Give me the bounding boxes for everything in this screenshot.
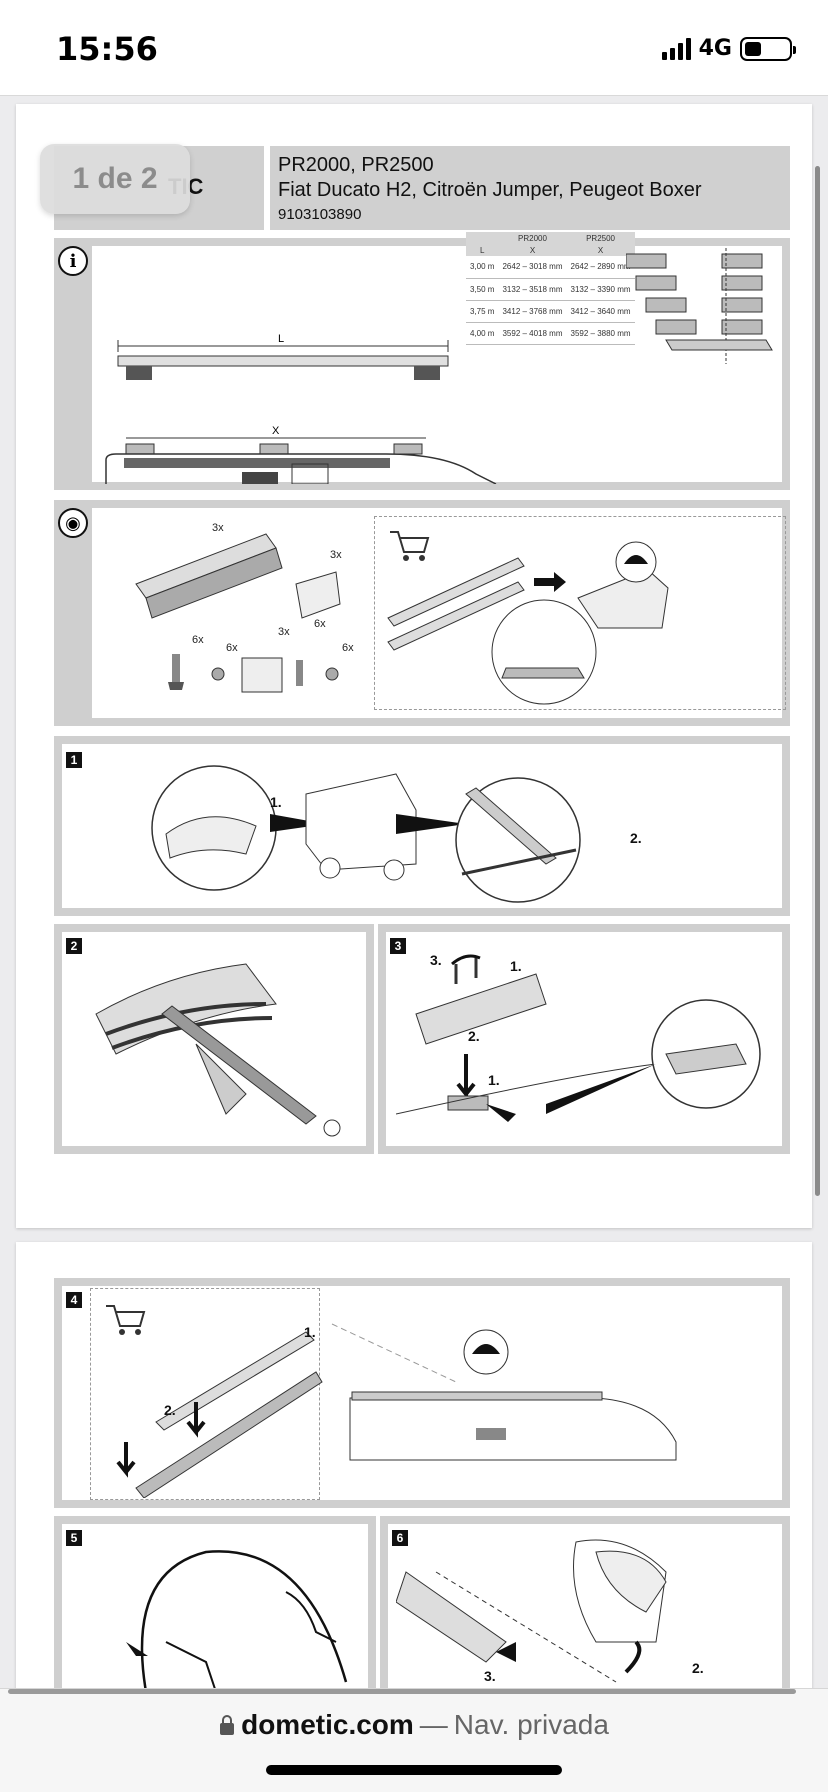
qty-label: 6x (314, 618, 326, 630)
qty-label: 3x (278, 626, 290, 638)
step-6-mark: 3. (484, 1668, 496, 1684)
umbrella-icon (472, 1344, 500, 1354)
page-indicator: 1 de 2 (40, 144, 190, 214)
step-3-mark: 1. (510, 958, 522, 974)
qty-label: 6x (226, 642, 238, 654)
header-vehicles: Fiat Ducato H2, Citroën Jumper, Peugeot … (278, 179, 702, 201)
lock-icon (220, 1715, 235, 1735)
step-3-mark: 1. (488, 1072, 500, 1088)
dimension-table-subheader: X (566, 244, 635, 256)
cart-icon (106, 1305, 146, 1335)
browser-bottom-bar: dometic.com — Nav. privada (0, 1688, 828, 1792)
header-part-number: 9103103890 (278, 206, 362, 223)
step-6-drawing (396, 1539, 667, 1683)
step-3-mark: 2. (468, 1028, 480, 1044)
qty-label: 3x (330, 549, 342, 561)
eye-icon: ◉ (58, 508, 88, 538)
status-bar: 15:56 4G (0, 0, 828, 96)
info-icon: i (58, 246, 88, 276)
step-4-badge: 4 (66, 1292, 82, 1308)
battery-icon (740, 36, 796, 61)
home-indicator[interactable] (266, 1765, 562, 1775)
step-1-mark-1: 1. (270, 794, 282, 810)
document-viewer[interactable]: TIC PR2000, PR2500 Fiat Ducato H2, Citro… (0, 96, 828, 1688)
step-6-badge: 6 (392, 1530, 408, 1546)
step-4-mark: 2. (164, 1402, 176, 1418)
private-mode-label: Nav. privada (453, 1709, 609, 1740)
dimension-label-x: X (272, 425, 280, 437)
step-4-mark: 1. (304, 1324, 316, 1340)
dimension-table-header (466, 232, 499, 244)
step-1-drawing (151, 765, 581, 903)
step-5-badge: 5 (66, 1530, 82, 1546)
step-1-badge: 1 (66, 752, 82, 768)
dimension-table-subheader: X (498, 244, 567, 256)
optional-accessory-box (374, 516, 786, 710)
optional-accessory-box (90, 1288, 320, 1500)
umbrella-icon (624, 555, 648, 564)
document-page-1: TIC PR2000, PR2500 Fiat Ducato H2, Citro… (16, 104, 812, 1228)
network-type: 4G (698, 36, 732, 61)
address-bar[interactable]: dometic.com — Nav. privada (0, 1709, 828, 1741)
step-3-badge: 3 (390, 938, 406, 954)
step-6-mark: 2. (692, 1660, 704, 1676)
horizontal-scrollbar[interactable] (8, 1689, 796, 1694)
dimension-label-l: L (278, 333, 284, 345)
dimension-table-subheader: L (466, 244, 499, 256)
header-models: PR2000, PR2500 (278, 154, 434, 176)
step-3-mark: 3. (430, 952, 442, 968)
dimension-table-header: PR2000 (498, 232, 567, 244)
kit-contents-drawing (135, 533, 341, 693)
document-page-2: 4 1. 2. 5 6 (16, 1242, 812, 1688)
status-indicators: 4G (661, 36, 796, 61)
cart-icon (390, 531, 430, 561)
dimension-table-header: PR2500 (566, 232, 635, 244)
contents-panel (54, 500, 790, 726)
bracket-position-drawing (626, 248, 773, 364)
qty-label: 6x (192, 634, 204, 646)
accessory-drawing (387, 531, 669, 705)
status-time: 15:56 (56, 30, 158, 68)
signal-icon (661, 37, 691, 60)
step-1-mark-2: 2. (630, 830, 642, 846)
qty-label: 6x (342, 642, 354, 654)
vertical-scrollbar[interactable] (815, 166, 820, 1196)
step-3-drawing (396, 954, 761, 1122)
header-title-block: PR2000, PR2500 Fiat Ducato H2, Citroën J… (270, 146, 790, 230)
url-host: dometic.com (241, 1709, 414, 1740)
rail-dimension-drawing: L X (105, 333, 497, 484)
step-4-drawing (106, 1305, 677, 1498)
url-separator: — (419, 1709, 448, 1740)
step-5-drawing (126, 1550, 348, 1688)
step-2-drawing (95, 963, 341, 1137)
step-2-badge: 2 (66, 938, 82, 954)
qty-label: 3x (212, 522, 224, 534)
